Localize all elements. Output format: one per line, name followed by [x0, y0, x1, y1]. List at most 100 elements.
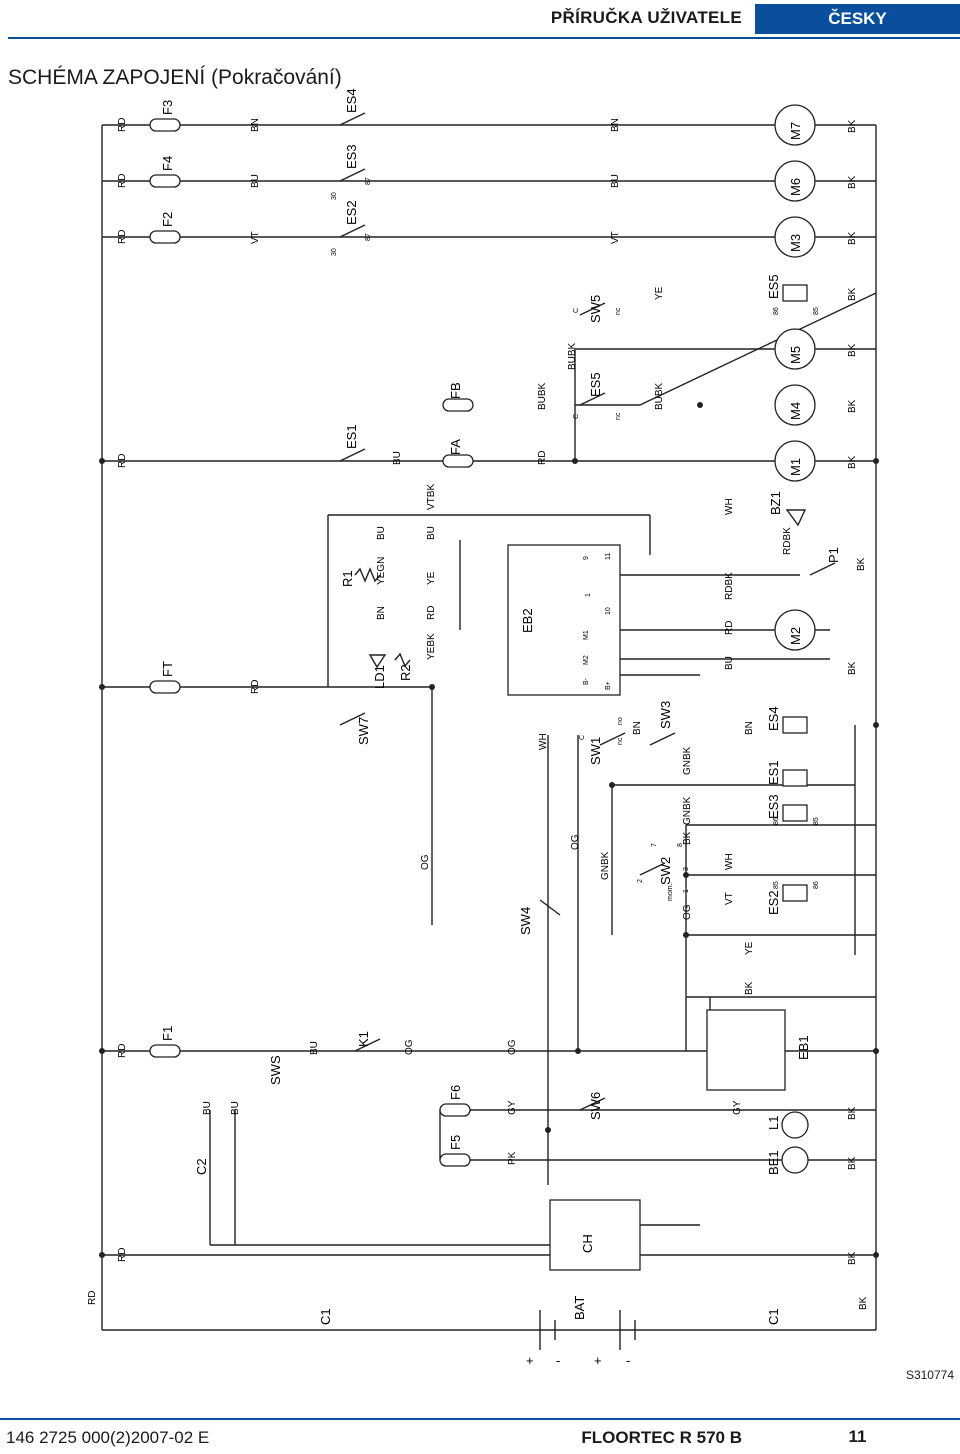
wire-bu-c2a: BU [202, 1101, 213, 1115]
label-bz1: BZ1 [768, 491, 783, 515]
label-r2: R2 [398, 664, 413, 681]
controller-eb2 [507, 544, 621, 696]
bat-minus-1: - [556, 1353, 560, 1368]
label-sw6: SW6 [588, 1092, 603, 1120]
wire-ye-mid: YE [426, 571, 437, 585]
wire-bk-m7: BK [847, 119, 858, 133]
wire-color-labels: RD RD RD RD RD RD RD RD BN BN BU BU VT V… [87, 118, 869, 1310]
relay-coil-es4 [782, 716, 808, 734]
switch-es2 [339, 224, 366, 238]
wire-gnbk-3: GNBK [600, 851, 611, 880]
wire-bn-sw3: BN [632, 721, 643, 735]
wire-yebk: YEBK [426, 633, 437, 660]
motor-m2 [774, 609, 816, 651]
label-f1: F1 [160, 1026, 175, 1041]
pin-85-es5: 85 [813, 307, 820, 315]
motor-m1 [774, 440, 816, 482]
switch-es4 [339, 112, 366, 126]
pin-bminus-eb2: B- [583, 677, 590, 685]
pin-87-es2: 87 [365, 233, 372, 241]
wire-bn-r1: BN [376, 606, 387, 620]
label-m7: M7 [788, 122, 803, 140]
label-be1: BE1 [766, 1150, 781, 1175]
switch-sw2 [639, 862, 666, 876]
wire-bk-p1: BK [856, 557, 867, 571]
fuse-f2 [149, 230, 181, 244]
wire-bu-c2b: BU [230, 1101, 241, 1115]
bat-plus-2: + [594, 1353, 602, 1368]
pin-c-sw5: C [573, 308, 580, 313]
label-p1: P1 [826, 547, 841, 563]
label-es3: ES3 [344, 144, 359, 169]
switch-k1 [354, 1038, 381, 1052]
wire-rd-bat: RD [87, 1291, 98, 1305]
pin-1-sw2: 1 [683, 889, 690, 893]
label-m6: M6 [788, 178, 803, 196]
resistor-r2 [394, 652, 411, 668]
wire-gy-f6: GY [507, 1100, 518, 1115]
wire-rd-fa: RD [537, 451, 548, 465]
pin-m2-eb2: M2 [583, 655, 590, 665]
switch-sw5 [579, 302, 606, 316]
wire-bk-m2: BK [847, 661, 858, 675]
label-c1-right: C1 [766, 1308, 781, 1325]
wire-rd-mid: RD [426, 606, 437, 620]
wire-bk-m3: BK [847, 231, 858, 245]
wire-bu-fa: BU [426, 526, 437, 540]
fuse-fb [442, 398, 474, 412]
page-number: 11 [755, 1422, 960, 1452]
label-bat: BAT [572, 1296, 587, 1320]
label-r1: R1 [340, 570, 355, 587]
wire-bu-m2: BU [724, 656, 735, 670]
wire-vt-top: VT [250, 231, 261, 244]
motor-m6 [774, 160, 816, 202]
controller-eb1 [706, 1009, 786, 1091]
fuse-ft [149, 680, 181, 694]
wire-bk-m1: BK [847, 455, 858, 469]
label-es3-coil: ES3 [766, 794, 781, 819]
wire-yegn: YEGN [376, 557, 387, 585]
wire-og-2: OG [570, 834, 581, 850]
wire-bu-top: BU [250, 174, 261, 188]
label-sw4: SW4 [518, 907, 533, 935]
wire-bk-bat: BK [858, 1296, 869, 1310]
pin-85-es3: 85 [813, 817, 820, 825]
label-m4: M4 [788, 402, 803, 420]
switches [339, 112, 836, 1111]
label-es5-contact: ES5 [588, 372, 603, 397]
wire-bk-be1: BK [847, 1156, 858, 1170]
wire-bk-l1: BK [847, 1106, 858, 1120]
wire-vtbk: VTBK [426, 484, 437, 510]
motor-m5 [774, 328, 816, 370]
label-ft: FT [160, 661, 175, 677]
led-ld1 [368, 654, 387, 669]
document-number: 146 2725 000(2)2007-02 E [6, 1428, 210, 1447]
label-f6: F6 [448, 1085, 463, 1100]
label-es4-coil: ES4 [766, 706, 781, 731]
label-f3: F3 [160, 100, 175, 115]
wire-og-1: OG [420, 854, 431, 870]
switch-es1 [339, 448, 366, 462]
switch-es5 [579, 392, 606, 406]
relay-coil-es5 [782, 284, 808, 302]
pin-c-sw1: C [579, 735, 586, 740]
relay-coil-es3 [782, 804, 808, 822]
buzzer-bz1 [785, 509, 807, 527]
switch-sw1 [599, 732, 626, 746]
relay-coils [782, 284, 808, 902]
switch-sw7 [339, 712, 366, 726]
wire-pk-f5: PK [507, 1151, 518, 1165]
pin-labels: 30 87 30 87 86 85 C nc C nc 1 9 10 11 M1… [331, 177, 820, 901]
pin-3-sw2: 3 [683, 867, 690, 871]
label-eb2: EB2 [520, 608, 535, 633]
pin-m1-eb2: M1 [583, 630, 590, 640]
pin-2-sw2: 2 [637, 879, 644, 883]
wire-wh-es2: WH [724, 853, 735, 870]
wire-vt-m3: VT [610, 231, 621, 244]
wire-bu-r1: BU [376, 526, 387, 540]
label-es2: ES2 [344, 200, 359, 225]
relay-coil-es1 [782, 769, 808, 787]
switch-sw3 [649, 732, 676, 746]
wire-rd-es1: RD [117, 454, 128, 468]
wire-rd-ch: RD [117, 1248, 128, 1262]
